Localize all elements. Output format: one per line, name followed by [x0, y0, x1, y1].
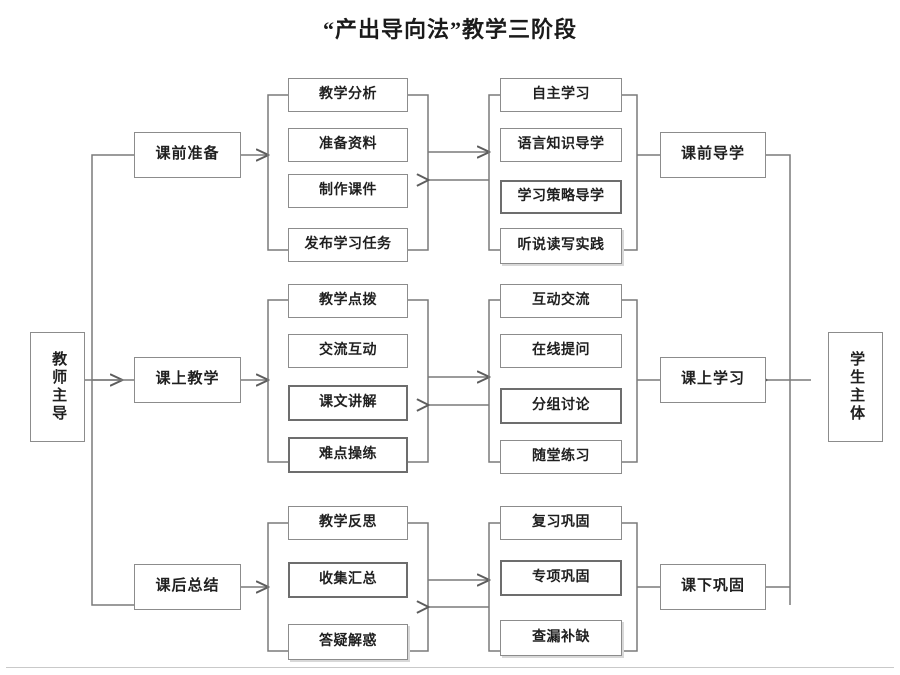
node-student-activity-2-1[interactable]: 互动交流 — [500, 284, 622, 318]
node-teacher-activity-1-2[interactable]: 准备资料 — [288, 128, 408, 162]
page-title: “产出导向法”教学三阶段 — [322, 17, 577, 42]
node-teacher-activity-3-3[interactable]: 答疑解惑 — [288, 624, 408, 660]
node-student-activity-2-2[interactable]: 在线提问 — [500, 334, 622, 368]
node-teacher-stage-3[interactable]: 课后总结 — [134, 564, 241, 610]
node-student-stage-1[interactable]: 课前导学 — [660, 132, 766, 178]
node-student-stage-2[interactable]: 课上学习 — [660, 357, 766, 403]
node-teacher-stage-2[interactable]: 课上教学 — [134, 357, 241, 403]
node-student-activity-1-4[interactable]: 听说读写实践 — [500, 228, 622, 264]
node-teacher-activity-3-2[interactable]: 收集汇总 — [288, 562, 408, 598]
node-student-activity-2-4[interactable]: 随堂练习 — [500, 440, 622, 474]
node-student-activity-1-3[interactable]: 学习策略导学 — [500, 180, 622, 214]
node-student-activity-3-3[interactable]: 查漏补缺 — [500, 620, 622, 656]
node-teacher-activity-2-2[interactable]: 交流互动 — [288, 334, 408, 368]
node-teacher-activity-3-1[interactable]: 教学反思 — [288, 506, 408, 540]
node-student-activity-2-3[interactable]: 分组讨论 — [500, 388, 622, 424]
node-teacher-activity-1-4[interactable]: 发布学习任务 — [288, 228, 408, 262]
node-student-activity-1-2[interactable]: 语言知识导学 — [500, 128, 622, 162]
node-teacher-activity-2-3[interactable]: 课文讲解 — [288, 385, 408, 421]
node-teacher-activity-2-4[interactable]: 难点操练 — [288, 437, 408, 473]
node-teacher-activity-2-1[interactable]: 教学点拨 — [288, 284, 408, 318]
bottom-divider — [6, 667, 894, 668]
node-teacher-activity-1-1[interactable]: 教学分析 — [288, 78, 408, 112]
node-student-stage-3[interactable]: 课下巩固 — [660, 564, 766, 610]
node-student-side[interactable]: 学生主体 — [828, 332, 883, 442]
node-teacher-side[interactable]: 教师主导 — [30, 332, 85, 442]
node-teacher-activity-1-3[interactable]: 制作课件 — [288, 174, 408, 208]
node-teacher-stage-1[interactable]: 课前准备 — [134, 132, 241, 178]
node-student-activity-1-1[interactable]: 自主学习 — [500, 78, 622, 112]
node-student-activity-3-1[interactable]: 复习巩固 — [500, 506, 622, 540]
node-student-activity-3-2[interactable]: 专项巩固 — [500, 560, 622, 596]
